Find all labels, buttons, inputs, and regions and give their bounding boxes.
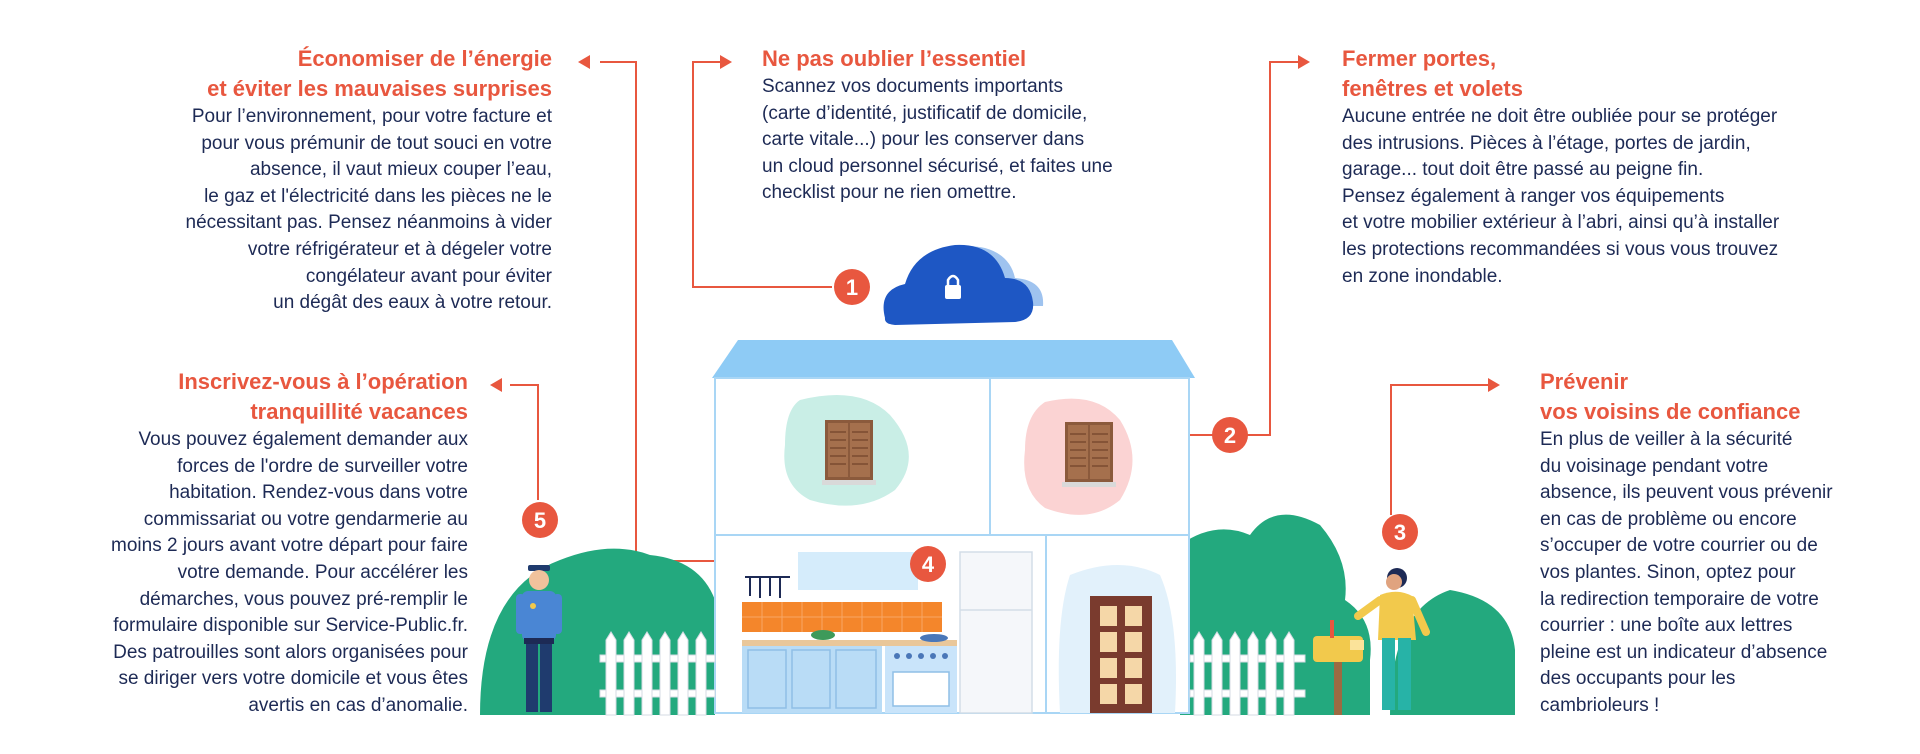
fence-icon	[1189, 631, 1306, 716]
body-line: courrier : une boîte aux lettres	[1540, 615, 1793, 637]
badge-2: 2	[1212, 417, 1248, 453]
body-line: avertis en cas d’anomalie.	[248, 694, 468, 716]
body-line: Des patrouilles sont alors organisées po…	[113, 641, 468, 663]
neighbor-woman-icon	[1354, 568, 1430, 710]
shutter-window-icon	[1062, 422, 1116, 487]
section-tranquillite-body: Vous pouvez également demander aux force…	[40, 427, 468, 720]
body-line: la redirection temporaire de votre	[1540, 588, 1819, 610]
body-line: Scannez vos documents importants	[762, 76, 1063, 97]
connector-arrowheads	[490, 55, 1500, 392]
body-line: un cloud personnel sécurisé, et faites u…	[762, 155, 1113, 177]
body-line: En plus de veiller à la sécurité	[1540, 429, 1793, 450]
body-line: moins 2 jours avant votre départ pour fa…	[111, 535, 468, 557]
badge-5-number: 5	[534, 508, 546, 533]
body-line: habitation. Rendez-vous dans votre	[169, 482, 468, 504]
body-line: démarches, vous pouvez pré-remplir le	[139, 588, 468, 610]
section-economiser-body: Pour l’environnement, pour votre facture…	[70, 104, 553, 317]
body-line: les protections recommandées si vous vou…	[1342, 238, 1779, 260]
kitchen-icon	[742, 551, 1033, 714]
body-line: Vous pouvez également demander aux	[138, 429, 468, 450]
body-line: pleine est un indicateur d’absence	[1540, 641, 1828, 663]
section-tranquillite: Inscrivez-vous à l’opération tranquillit…	[40, 367, 468, 720]
mailbox-icon	[1313, 620, 1364, 715]
body-line: votre réfrigérateur et à dégeler votre	[247, 238, 552, 260]
title-line: tranquillité vacances	[250, 399, 468, 424]
badge-3-number: 3	[1394, 520, 1406, 545]
badge-1-number: 1	[846, 275, 858, 300]
section-voisins-title: Prévenir vos voisins de confiance	[1540, 367, 1900, 427]
body-line: du voisinage pendant votre	[1540, 455, 1769, 477]
body-line: (carte d’identité, justificatif de domic…	[762, 102, 1088, 124]
body-line: commissariat ou votre gendarmerie au	[143, 508, 468, 530]
body-line: se diriger vers votre domicile et vous ê…	[118, 668, 468, 690]
title-line: Ne pas oublier l’essentiel	[762, 46, 1027, 71]
body-line: en cas de problème ou encore	[1540, 508, 1797, 530]
title-line: Prévenir	[1540, 369, 1629, 394]
body-line: carte vitale...) pour les conserver dans	[762, 129, 1085, 151]
body-line: votre demande. Pour accélérer les	[177, 561, 468, 583]
body-line: Pensez également à ranger vos équipement…	[1342, 185, 1725, 207]
section-tranquillite-title: Inscrivez-vous à l’opération tranquillit…	[40, 367, 468, 427]
section-fermer: Fermer portes, fenêtres et volets Aucune…	[1342, 44, 1862, 290]
step-badges: 1 2 3 4 5	[522, 269, 1418, 582]
shutter-window-icon	[822, 420, 876, 485]
police-officer-icon	[516, 565, 562, 712]
body-line: absence, il vaut mieux couper l’eau,	[249, 159, 552, 181]
house-roof	[712, 340, 1195, 378]
section-voisins: Prévenir vos voisins de confiance En plu…	[1540, 367, 1900, 720]
body-line: s’occuper de votre courrier ou de	[1540, 535, 1818, 557]
body-line: des occupants pour les	[1540, 668, 1736, 690]
badge-5: 5	[522, 502, 558, 538]
body-line: et votre mobilier extérieur à l’abri, ai…	[1342, 212, 1780, 234]
body-line: garage... tout doit être passé au peigne…	[1342, 159, 1704, 181]
body-line: cambrioleurs !	[1540, 694, 1660, 716]
body-line: un dégât des eaux à votre retour.	[273, 292, 552, 314]
body-line: checklist pour ne rien omettre.	[762, 182, 1017, 204]
title-line: Inscrivez-vous à l’opération	[178, 369, 468, 394]
section-essentiel: Ne pas oublier l’essentiel Scannez vos d…	[762, 44, 1182, 207]
body-line: forces de l'ordre de surveiller votre	[177, 455, 468, 477]
badge-3: 3	[1382, 514, 1418, 550]
title-line: Économiser de l’énergie	[297, 46, 552, 71]
fence-icon	[599, 631, 716, 716]
body-line: Pour l’environnement, pour votre facture…	[191, 106, 552, 127]
section-fermer-body: Aucune entrée ne doit être oubliée pour …	[1342, 104, 1862, 290]
body-line: le gaz et l'électricité dans les pièces …	[204, 185, 552, 207]
body-line: formulaire disponible sur Service-Public…	[113, 615, 468, 637]
title-line: vos voisins de confiance	[1540, 399, 1801, 424]
body-line: des intrusions. Pièces à l’étage, portes…	[1342, 132, 1751, 154]
title-line: Fermer portes,	[1342, 46, 1497, 71]
body-line: nécessitant pas. Pensez néanmoins à vide…	[185, 212, 553, 234]
title-line: et éviter les mauvaises surprises	[207, 76, 552, 101]
door-icon	[1090, 596, 1152, 713]
body-line: congélateur avant pour éviter	[305, 265, 552, 287]
badge-2-number: 2	[1224, 423, 1236, 448]
body-line: pour vous prémunir de tout souci en votr…	[201, 132, 552, 154]
section-economiser-title: Économiser de l’énergie et éviter les ma…	[70, 44, 552, 104]
badge-4-number: 4	[922, 552, 935, 577]
section-essentiel-body: Scannez vos documents importants (carte …	[762, 74, 1182, 207]
section-fermer-title: Fermer portes, fenêtres et volets	[1342, 44, 1862, 104]
title-line: fenêtres et volets	[1342, 76, 1523, 101]
body-line: absence, ils peuvent vous prévenir	[1540, 482, 1833, 504]
body-line: vos plantes. Sinon, optez pour	[1540, 561, 1796, 583]
badge-1: 1	[834, 269, 870, 305]
section-essentiel-title: Ne pas oublier l’essentiel	[762, 44, 1182, 74]
section-voisins-body: En plus de veiller à la sécurité du vois…	[1540, 427, 1900, 720]
body-line: Aucune entrée ne doit être oubliée pour …	[1342, 106, 1778, 127]
badge-4: 4	[910, 546, 946, 582]
body-line: en zone inondable.	[1342, 265, 1503, 287]
section-economiser: Économiser de l’énergie et éviter les ma…	[70, 44, 553, 317]
cloud-lock-icon	[883, 244, 1044, 325]
